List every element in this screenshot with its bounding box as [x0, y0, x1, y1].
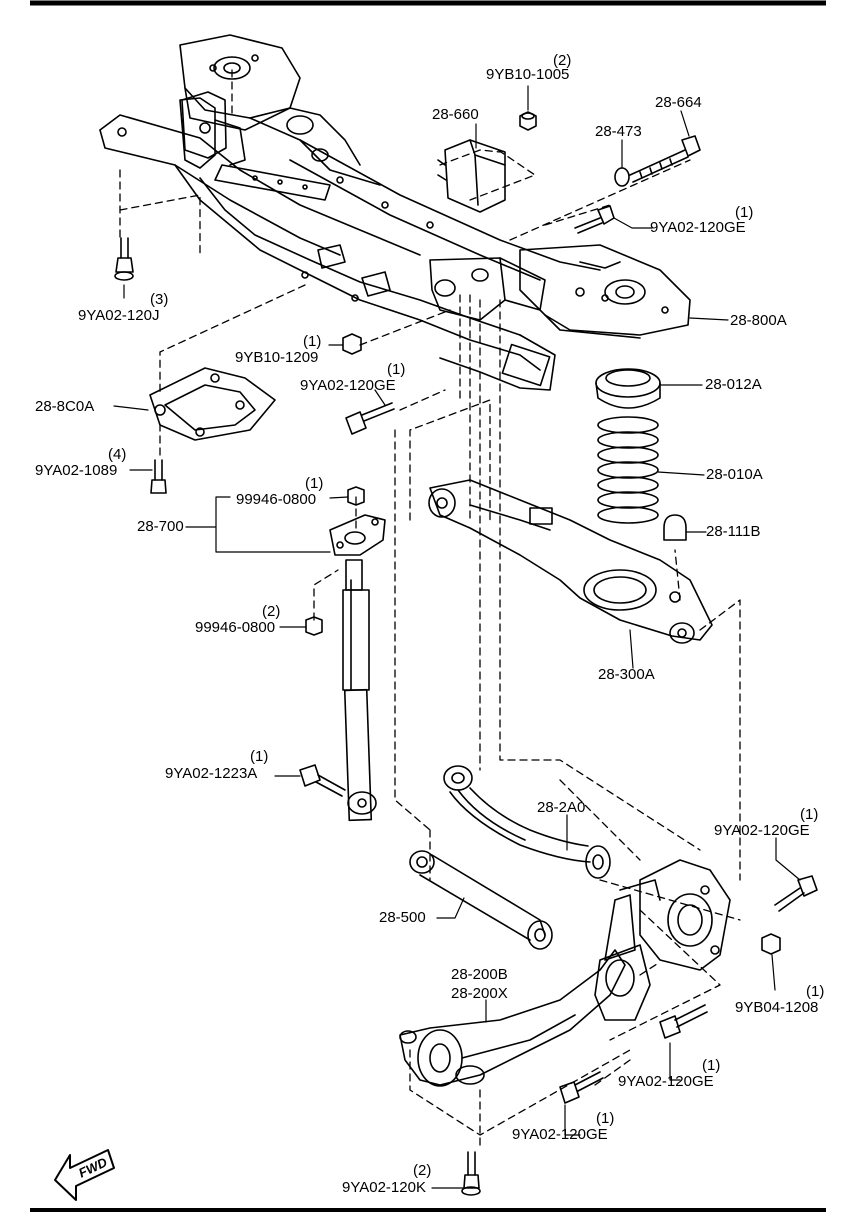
nut-9yb10-1005: [519, 111, 537, 131]
label-9yb04-1208: 9YB04-1208: [735, 999, 819, 1016]
bolt-9ya02-1089: [150, 459, 167, 494]
label-9yb10-1209: 9YB10-1209: [235, 349, 319, 366]
qty-9ya02-120ge-right: (1): [800, 806, 819, 823]
label-9ya02-1089: 9YA02-1089: [35, 462, 118, 479]
qty-9ya02-120ge-mid: (1): [387, 361, 406, 378]
bolt-9ya02-1223a: [299, 764, 346, 797]
bolt-9ya02-120ge-right: [774, 875, 818, 912]
nut-99946-0800-top: [347, 486, 365, 506]
plate-28-8c0a-drawing: [149, 367, 276, 441]
label-9ya02-120j: 9YA02-120J: [78, 307, 160, 324]
qty-9ya02-120ge-lowl: (1): [596, 1110, 615, 1127]
link-28-500-drawing: [409, 850, 553, 950]
label-28-010a: 28-010A: [706, 466, 763, 483]
label-28-800a: 28-800A: [730, 312, 787, 329]
nut-9yb10-1209: [342, 333, 362, 355]
label-9yb10-1005: 9YB10-1005: [486, 66, 570, 83]
washer-28-473: [614, 167, 630, 187]
assembly-dashed-lines: [119, 69, 741, 1151]
label-99946-0800-top: 99946-0800: [236, 491, 317, 508]
label-9ya02-120ge-right: 9YA02-120GE: [714, 822, 810, 839]
bolt-9ya02-120ge-mid: [345, 402, 395, 435]
bolt-9ya02-120ge-lowl: [559, 1071, 604, 1104]
knuckle-drawing: [594, 859, 731, 1021]
label-9ya02-1223a: 9YA02-1223A: [165, 765, 258, 782]
label-28-111b: 28-111B: [706, 523, 761, 540]
bolt-9ya02-120ge-lowr: [659, 1004, 708, 1039]
label-9ya02-120ge-lowr: 9YA02-120GE: [618, 1073, 714, 1090]
label-28-700: 28-700: [137, 518, 184, 535]
qty-9ya02-120ge-top: (1): [735, 204, 754, 221]
label-28-664: 28-664: [655, 94, 702, 111]
bolt-9ya02-120j: [114, 237, 134, 281]
qty-9ya02-1089: (4): [108, 446, 127, 463]
label-9ya02-120ge-lowl: 9YA02-120GE: [512, 1126, 608, 1143]
qty-99946-0800-top: (1): [305, 475, 324, 492]
bolt-28-664: [629, 135, 701, 183]
leader-lines: [113, 85, 801, 1189]
bracket-28-660-drawing: [437, 139, 506, 213]
spring-seat-drawing: [595, 368, 661, 409]
label-9ya02-120ge-mid: 9YA02-120GE: [300, 377, 396, 394]
label-28-012a: 28-012A: [705, 376, 762, 393]
label-28-300a: 28-300A: [598, 666, 655, 683]
qty-9yb04-1208: (1): [806, 983, 825, 1000]
label-28-473: 28-473: [595, 123, 642, 140]
crossmember-drawing: [99, 34, 691, 391]
qty-9yb10-1209: (1): [303, 333, 322, 350]
qty-9ya02-1223a: (1): [250, 748, 269, 765]
link-28-2a0-drawing: [443, 765, 611, 879]
lower-arm-28-300a-drawing: [428, 479, 713, 644]
label-9ya02-120ge-top: 9YA02-120GE: [650, 219, 746, 236]
label-9ya02-120k: 9YA02-120K: [342, 1179, 426, 1196]
qty-9yb10-1005: (2): [553, 52, 572, 69]
trailing-arm-drawing: [399, 949, 626, 1087]
qty-9ya02-120ge-lowr: (1): [702, 1057, 721, 1074]
coil-spring-drawing: [597, 416, 659, 524]
qty-9ya02-120k: (2): [413, 1162, 432, 1179]
label-28-660: 28-660: [432, 106, 479, 123]
label-28-2a0: 28-2A0: [537, 799, 586, 816]
qty-9ya02-120j: (3): [150, 291, 169, 308]
label-28-500: 28-500: [379, 909, 426, 926]
shock-absorber-drawing: [329, 514, 386, 822]
bolt-9ya02-120k: [461, 1151, 481, 1196]
bump-stop-drawing: [663, 514, 687, 541]
label-28-8c0a: 28-8C0A: [35, 398, 95, 415]
fwd-arrow-icon: [54, 1149, 115, 1201]
label-28-200x: 28-200X: [451, 985, 508, 1002]
label-28-200b: 28-200B: [451, 966, 508, 983]
qty-99946-0800-bot: (2): [262, 603, 281, 620]
label-99946-0800-bot: 99946-0800: [195, 619, 276, 636]
nut-9yb04-1208: [761, 933, 781, 955]
